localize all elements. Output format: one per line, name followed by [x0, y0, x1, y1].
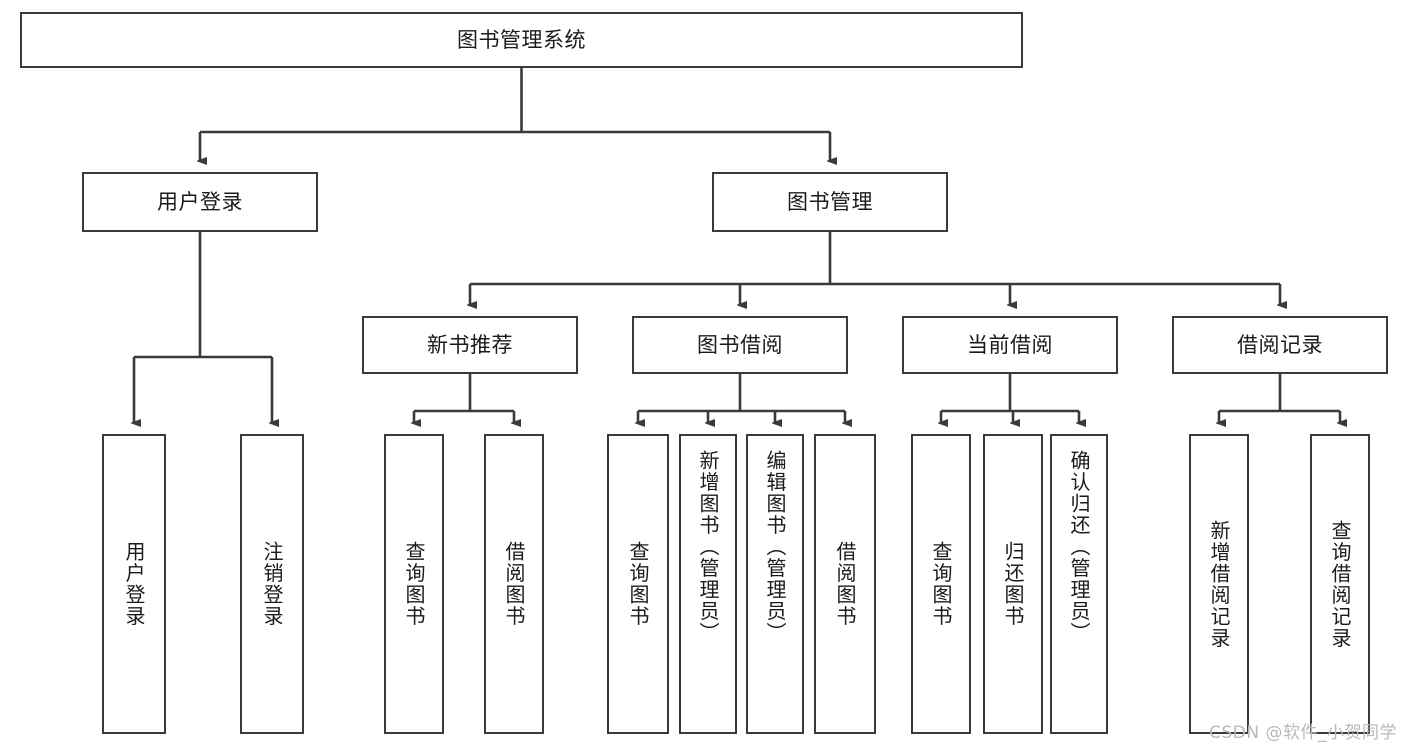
node-leaf-add-book[interactable]: 新增图书（管理员）	[679, 434, 737, 734]
node-new-book-rec[interactable]: 新书推荐	[362, 316, 578, 374]
node-label: 图书管理	[787, 189, 873, 214]
node-label: 查询图书	[626, 541, 650, 627]
node-leaf-add-record[interactable]: 新增借阅记录	[1189, 434, 1249, 734]
node-label: 当前借阅	[967, 332, 1053, 357]
node-label: 查询图书	[402, 541, 426, 627]
node-current-borrow[interactable]: 当前借阅	[902, 316, 1118, 374]
node-label: 编辑图书（管理员）	[763, 450, 787, 644]
node-leaf-query-record[interactable]: 查询借阅记录	[1310, 434, 1370, 734]
node-leaf-user-logout[interactable]: 注销登录	[240, 434, 304, 734]
node-label: 借阅记录	[1237, 332, 1323, 357]
node-borrow-record[interactable]: 借阅记录	[1172, 316, 1388, 374]
node-label: 借阅图书	[833, 541, 857, 627]
node-label: 归还图书	[1001, 541, 1025, 627]
node-label: 新增借阅记录	[1207, 519, 1231, 649]
node-user-login[interactable]: 用户登录	[82, 172, 318, 232]
node-leaf-return-book[interactable]: 归还图书	[983, 434, 1043, 734]
node-leaf-user-login[interactable]: 用户登录	[102, 434, 166, 734]
node-label: 用户登录	[157, 189, 243, 214]
node-leaf-confirm-return[interactable]: 确认归还（管理员）	[1050, 434, 1108, 734]
node-book-borrow[interactable]: 图书借阅	[632, 316, 848, 374]
node-book-manage[interactable]: 图书管理	[712, 172, 948, 232]
node-label: 用户登录	[122, 541, 146, 627]
node-leaf-borrow-book-2[interactable]: 借阅图书	[814, 434, 876, 734]
node-label: 新书推荐	[427, 332, 513, 357]
node-label: 图书管理系统	[457, 27, 586, 52]
node-leaf-query-book-3[interactable]: 查询图书	[911, 434, 971, 734]
node-root[interactable]: 图书管理系统	[20, 12, 1023, 68]
node-leaf-query-book-2[interactable]: 查询图书	[607, 434, 669, 734]
node-label: 查询图书	[929, 541, 953, 627]
node-label: 图书借阅	[697, 332, 783, 357]
node-leaf-borrow-book-1[interactable]: 借阅图书	[484, 434, 544, 734]
node-label: 确认归还（管理员）	[1067, 450, 1091, 644]
node-leaf-edit-book[interactable]: 编辑图书（管理员）	[746, 434, 804, 734]
node-label: 注销登录	[260, 541, 284, 627]
node-leaf-query-book-1[interactable]: 查询图书	[384, 434, 444, 734]
node-label: 借阅图书	[502, 541, 526, 627]
watermark-label: CSDN @软件_小贺同学	[1209, 723, 1397, 743]
node-label: 查询借阅记录	[1328, 519, 1352, 649]
node-label: 新增图书（管理员）	[696, 450, 720, 644]
connector-group	[134, 68, 1340, 423]
